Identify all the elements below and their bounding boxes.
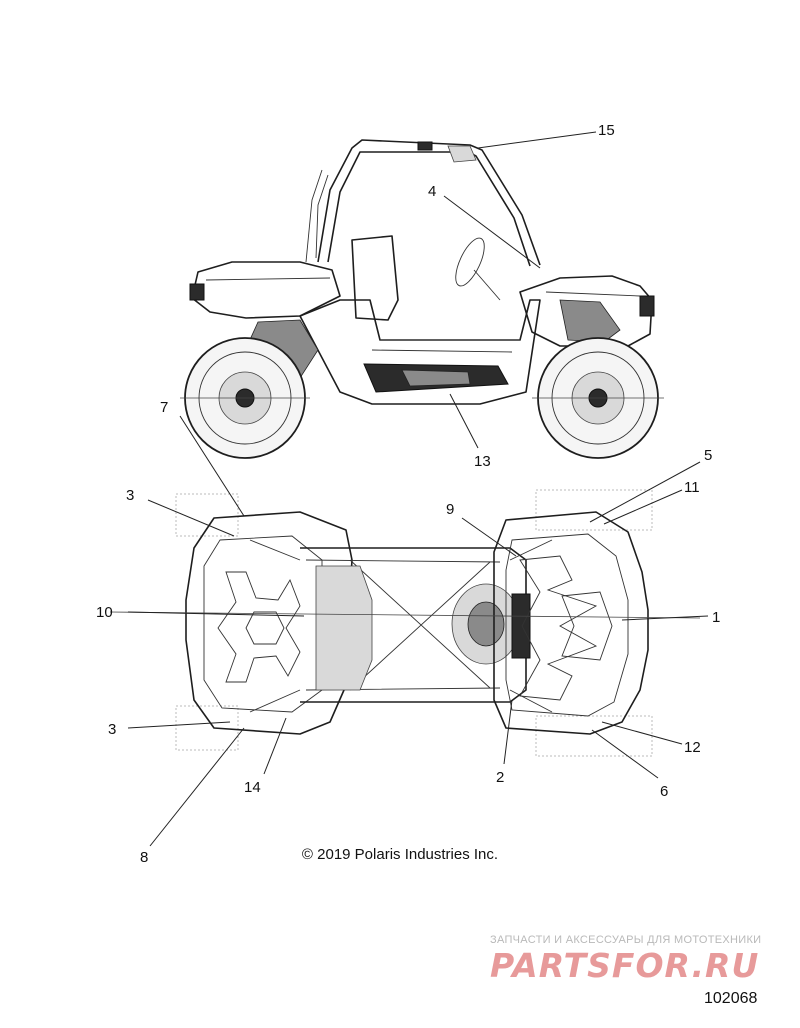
roof-decal-mark bbox=[417, 141, 433, 151]
leader-1 bbox=[621, 615, 709, 621]
watermark-subtitle: ЗАПЧАСТИ И АКСЕССУАРЫ ДЛЯ МОТОТЕХНИКИ bbox=[490, 934, 762, 946]
callout-11: 11 bbox=[684, 479, 700, 496]
callout-3-bottom: 3 bbox=[108, 721, 116, 738]
leader-10 bbox=[127, 611, 305, 617]
callout-15: 15 bbox=[598, 122, 615, 139]
copyright-notice: © 2019 Polaris Industries Inc. bbox=[301, 846, 499, 863]
leader-3a bbox=[147, 499, 235, 537]
diagram-number: 102068 bbox=[704, 990, 758, 1007]
callout-2: 2 bbox=[496, 769, 504, 786]
callout-8: 8 bbox=[140, 849, 148, 866]
leader-7 bbox=[179, 415, 245, 517]
callout-4: 4 bbox=[428, 183, 436, 200]
front-skid-plate bbox=[493, 511, 649, 735]
bottom-view-vehicle bbox=[109, 489, 701, 757]
leader-5 bbox=[589, 461, 701, 523]
callout-labels: 15 4 7 13 5 11 3 9 10 1 3 12 2 14 6 8 bbox=[96, 122, 720, 866]
callout-5: 5 bbox=[704, 447, 712, 464]
callout-6: 6 bbox=[660, 783, 668, 800]
callout-13: 13 bbox=[474, 453, 491, 470]
leader-2 bbox=[503, 699, 513, 765]
leader-3b bbox=[127, 721, 231, 729]
callout-7: 7 bbox=[160, 399, 168, 416]
callout-10: 10 bbox=[96, 604, 113, 621]
rear-skid-plate bbox=[185, 511, 353, 735]
leader-4 bbox=[443, 195, 541, 269]
leader-12 bbox=[601, 721, 683, 745]
callout-3-top: 3 bbox=[126, 487, 134, 504]
leader-lines bbox=[127, 131, 709, 847]
leader-6 bbox=[591, 729, 659, 779]
callout-9: 9 bbox=[446, 501, 454, 518]
leader-11 bbox=[603, 489, 683, 525]
callout-1: 1 bbox=[712, 609, 720, 626]
leader-8 bbox=[149, 727, 245, 847]
side-view-vehicle bbox=[180, 139, 664, 459]
leader-15 bbox=[477, 131, 597, 149]
leader-13 bbox=[449, 393, 479, 449]
watermark-logo: PARTSFOR.RU bbox=[490, 946, 760, 985]
leader-9 bbox=[461, 517, 517, 557]
callout-12: 12 bbox=[684, 739, 701, 756]
callout-14: 14 bbox=[244, 779, 261, 796]
leader-14 bbox=[263, 717, 287, 775]
